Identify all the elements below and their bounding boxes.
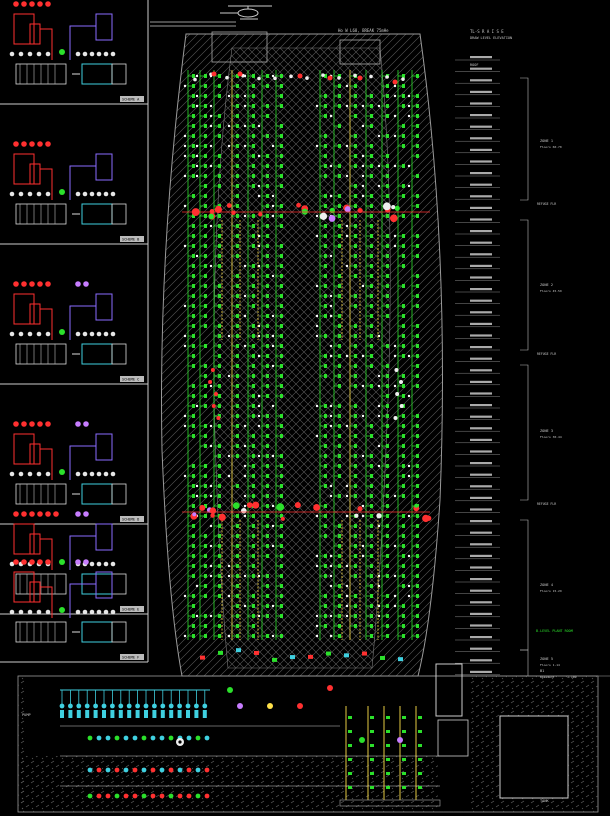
scheme-panel: SCHEME C: [0, 281, 148, 385]
scheme-tag: SCHEME F: [122, 656, 139, 660]
refuge-label-3: REFUGE FLR: [537, 502, 556, 506]
scheme-tag: SCHEME A: [122, 98, 140, 102]
roof-plant: [211, 31, 268, 63]
scheme-tag: SCHEME E: [122, 608, 139, 612]
refuge-label-1: REFUGE FLR: [537, 202, 556, 206]
riser-group: [182, 70, 432, 662]
zone-label-4: ZONE 4: [540, 583, 553, 587]
legend-subtitle: DRAW LEVEL ELEVATION: [470, 36, 512, 40]
scheme-tag: SCHEME B: [122, 238, 139, 242]
level-legend: TL-S R A I S E DRAW LEVEL ELEVATION ROOF…: [420, 29, 610, 679]
zone-label-3: ZONE 3: [540, 429, 553, 433]
refuge-label-2: REFUGE FLR: [537, 352, 556, 356]
roof-note: Ho W L68, BREAK 75mHe: [338, 28, 389, 33]
scheme-tag: SCHEME D: [122, 518, 139, 522]
basement-label: B-LEVEL PLANT ROOM: [536, 629, 573, 633]
helicopter-icon: [220, 5, 272, 20]
zone-label-6: B1: [540, 669, 544, 673]
scheme-tag: SCHEME C: [122, 378, 139, 382]
scheme-panel: SCHEME F: [0, 559, 148, 663]
legend-title: TL-S R A I S E: [470, 29, 504, 34]
basement-left-tag: PUMP: [22, 713, 31, 717]
zone-sub-5: Floors 1-14: [540, 663, 560, 667]
tower-elevation: Ho W L68, BREAK 75mHe: [150, 5, 443, 677]
zone-sub-2: Floors 45-59: [540, 289, 562, 293]
scheme-panel: SCHEME D: [0, 421, 148, 525]
zone-label-1: ZONE 1: [540, 139, 553, 143]
core-outline: [213, 47, 391, 669]
left-schematic-column: SCHEME A SCHEME B SCHEME C SCHEME D SCHEME E…: [0, 0, 149, 663]
zone-sub-1: Floors 60-70: [540, 145, 562, 149]
zone-sub-4: Floors 15-29: [540, 589, 562, 593]
scheme-panel: SCHEME B: [0, 141, 148, 245]
basement-tag: TANK: [540, 799, 549, 803]
zone-sub-3: Floors 30-44: [540, 435, 562, 439]
tank-box: [499, 715, 569, 799]
zone-label-2: ZONE 2: [540, 283, 553, 287]
scheme-panel: SCHEME A: [0, 1, 148, 105]
basement-plant-room: PUMP TANK: [17, 663, 599, 813]
legend-top-note: ROOF: [470, 63, 478, 67]
zone-label-5: ZONE 5: [540, 657, 553, 661]
